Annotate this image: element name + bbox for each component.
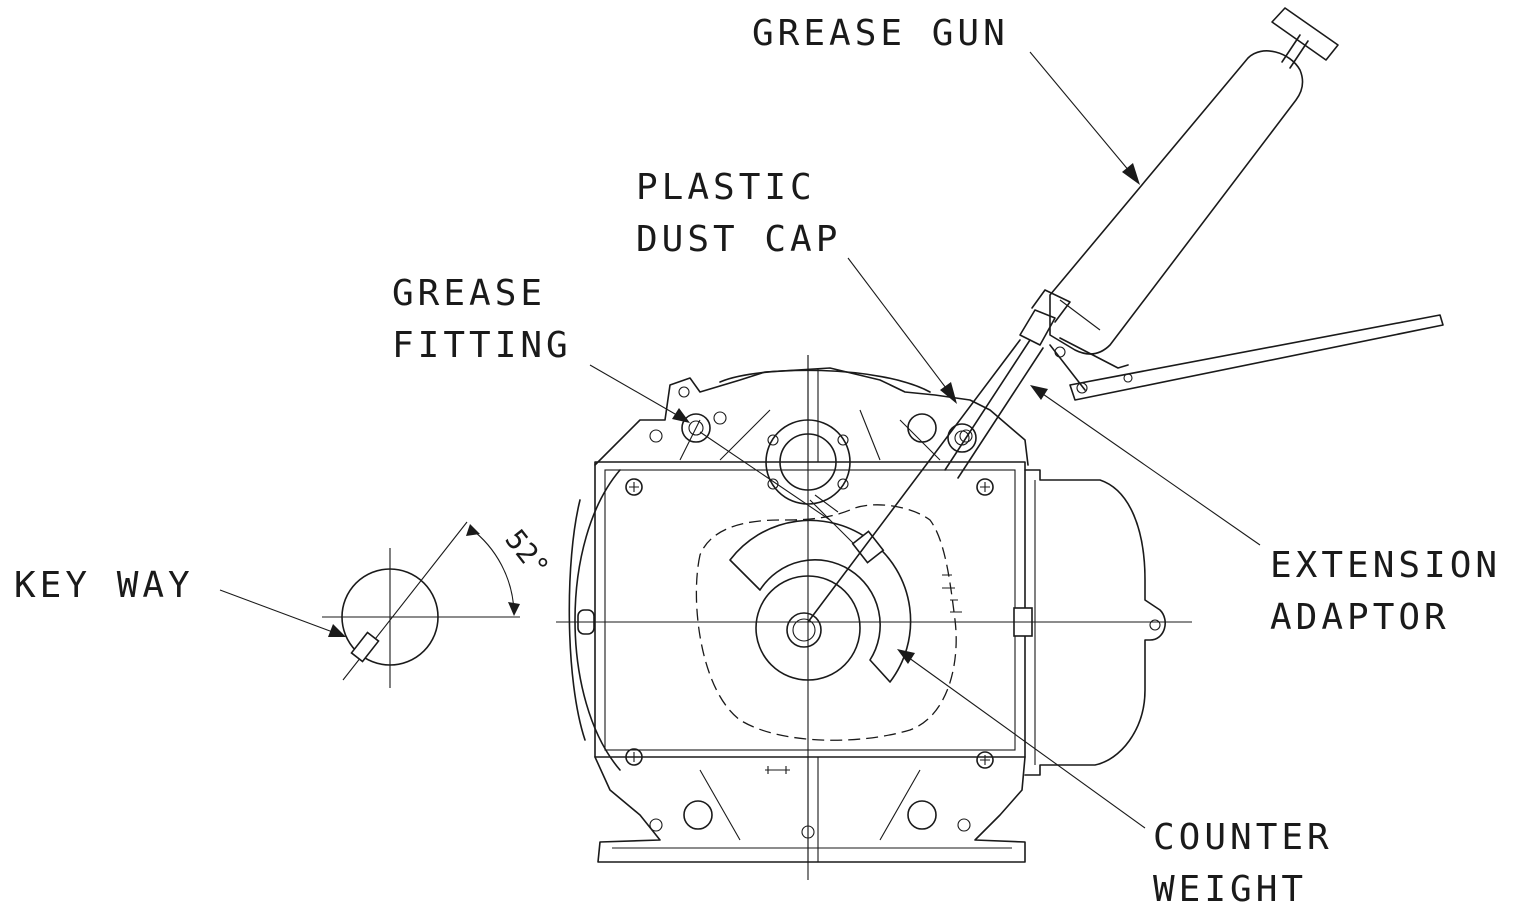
- boss-bolt: [837, 434, 849, 446]
- grease-fitting-leader: [589, 364, 683, 419]
- small-mark: [765, 766, 790, 774]
- mount-hole: [959, 429, 973, 443]
- mount-hole: [957, 818, 971, 832]
- extension-adaptor-line-2: ADAPTOR: [1270, 597, 1450, 638]
- grease-fitting-line-2: FITTING: [392, 325, 572, 366]
- extension-adaptor-arrowhead: [1030, 385, 1048, 400]
- plastic-dust-cap-line-2: DUST CAP: [636, 219, 842, 260]
- counterweight-outline: [695, 504, 957, 741]
- grease-gun-arrowhead: [1122, 163, 1140, 185]
- mount-hole: [713, 411, 727, 425]
- passage-fitting: [851, 530, 885, 564]
- grease-fitting-line-1: GREASE: [392, 273, 547, 314]
- grease-fitting-boss: [681, 413, 711, 443]
- key-way-arrowhead: [328, 624, 346, 637]
- boss-bolt: [837, 478, 849, 490]
- dust-cap-leader: [847, 257, 953, 397]
- top-ribs: [679, 409, 941, 461]
- key-way-text: KEY WAY: [14, 565, 194, 606]
- plunger-handle: [1271, 7, 1339, 61]
- plate-marks: [942, 574, 962, 613]
- counter-weight-label: COUNTER WEIGHT: [1153, 812, 1333, 916]
- key-way-leader: [219, 589, 339, 635]
- mount-hole: [649, 818, 663, 832]
- lever-link: [1049, 337, 1129, 391]
- right-housing-hole: [1149, 619, 1161, 631]
- crankcase-body: [556, 355, 1192, 880]
- passage-detail: [809, 494, 839, 521]
- gun-barrel: [1049, 50, 1304, 355]
- link-pin: [1054, 346, 1066, 358]
- angle-arc: [469, 527, 515, 613]
- adaptor-nut: [1019, 309, 1056, 346]
- right-housing: [1024, 469, 1166, 776]
- keyway-slot: [350, 631, 380, 663]
- plastic-dust-cap: [947, 423, 977, 453]
- dust-cap-core: [954, 430, 970, 446]
- grease-fitting-arrowhead: [672, 408, 690, 423]
- grease-gun-label: GREASE GUN: [752, 8, 1009, 60]
- crankshaft-center-inner: [792, 618, 816, 642]
- lever-pin: [1123, 373, 1133, 383]
- lever-pivot: [1076, 382, 1088, 394]
- grease-fitting-core: [688, 420, 704, 436]
- dust-cap-arrowhead: [940, 382, 957, 404]
- extension-centerline: [807, 339, 1021, 623]
- extension-adaptor-line-1: EXTENSION: [1270, 545, 1502, 586]
- grease-passage: [699, 431, 856, 546]
- bottom-left-boss: [683, 800, 713, 830]
- housing-left-arc: [574, 469, 621, 771]
- counter-weight-line-2: WEIGHT: [1153, 869, 1308, 910]
- top-right-boss: [907, 413, 937, 443]
- flywheel-top-arc: [719, 369, 931, 393]
- angle-arrowhead-top: [466, 524, 480, 536]
- grease-gun-assembly: [807, 7, 1444, 623]
- leaders: [219, 51, 1261, 829]
- keyway-detail: 52°: [322, 521, 556, 688]
- crankshaft-center: [786, 612, 822, 648]
- boss-bolt: [767, 478, 779, 490]
- mount-hole: [678, 386, 690, 398]
- key-way-label: KEY WAY: [14, 560, 194, 612]
- cover-screws: [625, 478, 994, 769]
- bottom-right-boss: [907, 800, 937, 830]
- extension-tube: [944, 339, 1044, 479]
- grease-fitting-label: GREASE FITTING: [392, 268, 572, 372]
- counter-weight-arrowhead: [897, 649, 915, 664]
- angle-arrowhead-bottom: [508, 602, 520, 616]
- grease-gun-leader: [1029, 51, 1136, 179]
- barrel-ring: [1059, 299, 1101, 331]
- grease-gun-text: GREASE GUN: [752, 13, 1009, 54]
- angle-dimension: 52°: [498, 523, 555, 583]
- counter-weight-leader: [904, 654, 1146, 829]
- bottom-ribs: [699, 769, 921, 841]
- gun-lever: [1069, 314, 1444, 401]
- housing-left-inner-arc: [568, 499, 586, 741]
- boss-bolt: [767, 434, 779, 446]
- plastic-dust-cap-line-1: PLASTIC: [636, 167, 816, 208]
- counter-weight-line-1: COUNTER: [1153, 817, 1333, 858]
- extension-adaptor-leader: [1039, 391, 1261, 546]
- extension-adaptor-label: EXTENSION ADAPTOR: [1270, 540, 1501, 644]
- plastic-dust-cap-label: PLASTIC DUST CAP: [636, 162, 841, 266]
- adaptor-body: [1031, 289, 1071, 323]
- counterweight-body: [729, 519, 912, 683]
- mount-hole: [649, 429, 663, 443]
- crankcase-bottom-outline: [594, 756, 1026, 863]
